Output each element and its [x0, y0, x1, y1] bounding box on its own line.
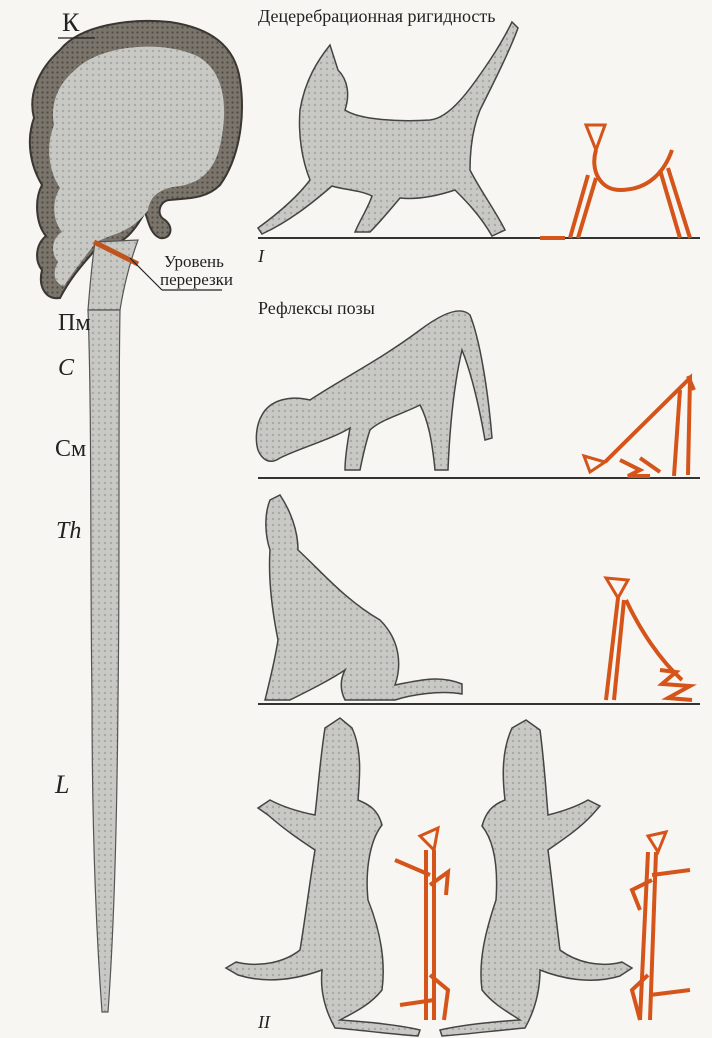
stick-figure-1	[540, 125, 690, 238]
section-2-row-1	[256, 311, 700, 478]
brain-and-spinal-cord	[30, 21, 242, 1012]
section-2-row-3	[226, 718, 690, 1036]
cut-label-line-2: перерезки	[160, 270, 233, 290]
section-2-row-2	[258, 495, 700, 704]
stick-figure-3	[606, 578, 692, 700]
section-2-title: Рефлексы позы	[258, 298, 375, 319]
stick-figure-5	[632, 832, 690, 1020]
cut-label-line-1: Уровень	[164, 252, 224, 272]
section-2-roman: II	[258, 1012, 270, 1033]
section-1-title: Децеребрационная ригидность	[258, 6, 496, 27]
stick-figure-4	[395, 828, 448, 1020]
section-1-roman: I	[258, 246, 264, 267]
spinal-cord	[88, 310, 120, 1012]
label-k: К	[62, 8, 79, 38]
cut-label-leader	[130, 258, 162, 290]
cat-head-down	[256, 311, 492, 470]
label-c: C	[58, 355, 74, 382]
label-l: L	[55, 770, 69, 800]
cat-hanging-left	[226, 718, 420, 1036]
label-sm: См	[55, 436, 86, 463]
label-pm: Пм	[58, 310, 91, 337]
stick-figure-2	[584, 376, 694, 476]
decerebrate-cat	[258, 22, 518, 236]
cat-head-up	[265, 495, 462, 700]
label-th: Th	[56, 518, 81, 545]
white-matter	[49, 47, 224, 286]
cat-hanging-right	[440, 720, 632, 1036]
section-1-illustration	[258, 22, 700, 238]
